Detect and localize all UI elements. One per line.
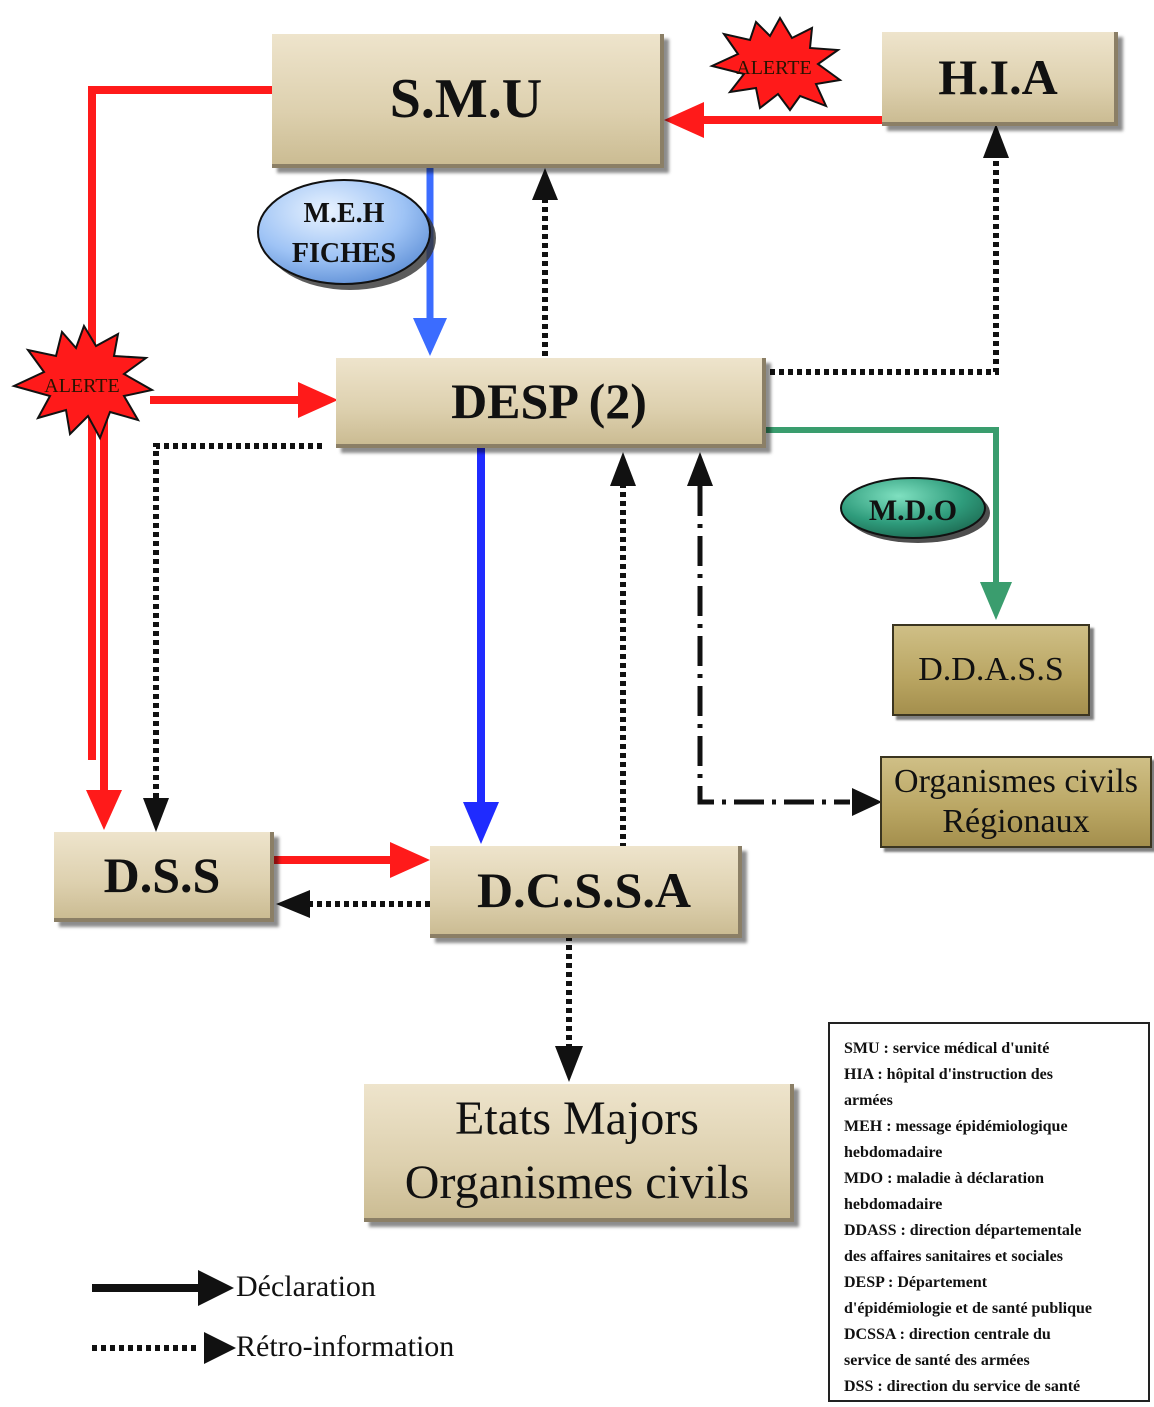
mdo-badge: M.D.O [840, 477, 990, 543]
retro-arrowhead-dss-left [276, 890, 310, 918]
glossary-line: DDASS : direction départementale [844, 1222, 1082, 1239]
dashdot-arrowhead [852, 788, 882, 816]
glossary-line: d'épidémiologie et de santé publique [844, 1300, 1093, 1317]
node-smu-label: S.M.U [389, 68, 543, 130]
etats-majors-line2: Organismes civils [404, 1156, 750, 1209]
glossary-line: service de santé des armées [844, 1352, 1030, 1369]
node-hia: H.I.A [882, 32, 1118, 126]
blue-arrowhead-dcssa [463, 802, 499, 844]
red-arrowhead-desp [298, 382, 338, 418]
alerte-label-top: ALERTE [736, 57, 811, 79]
mdo-label: M.D.O [869, 494, 957, 527]
glossary-line: HIA : hôpital d'instruction des [844, 1066, 1053, 1083]
red-arrowhead-smu [664, 102, 704, 138]
organismes-regionaux-line2: Régionaux [942, 803, 1090, 840]
node-dss-label: D.S.S [103, 847, 221, 903]
fiches-label: FICHES [292, 238, 396, 269]
alerte-burst-top: ALERTE [709, 16, 843, 112]
key-declaration-label: Déclaration [236, 1270, 376, 1303]
red-arrowhead-dcssa [390, 842, 430, 878]
node-ddass: D.D.A.S.S [892, 624, 1090, 716]
key-retro-label: Rétro-information [236, 1330, 455, 1363]
retro-desp-to-hia [770, 156, 999, 375]
node-ddass-label: D.D.A.S.S [918, 651, 1064, 688]
retro-arrowhead-dss [143, 798, 169, 832]
glossary-box: SMU : service médical d'unité HIA : hôpi… [828, 1022, 1150, 1402]
alerte-label-left: ALERTE [44, 375, 119, 397]
red-smu-to-dss [88, 86, 272, 760]
alerte-burst-left: ALERTE [11, 323, 155, 441]
glossary-line: MDO : maladie à déclaration [844, 1170, 1044, 1187]
retro-arrowhead-smu [532, 168, 558, 200]
retro-arrowhead-etats [555, 1046, 583, 1082]
blue-arrowhead-desp [413, 318, 447, 356]
node-dcssa-label: D.C.S.S.A [477, 862, 691, 918]
node-desp: DESP (2) [336, 358, 766, 448]
glossary-line: MEH : message épidémiologique [844, 1118, 1068, 1135]
retro-arrowhead-desp-2 [687, 452, 713, 486]
key-declaration-arrowhead [198, 1270, 234, 1306]
glossary-line: armées [844, 1092, 893, 1109]
node-etats-majors: Etats Majors Organismes civils [364, 1084, 794, 1222]
glossary-line: DESP : Département [844, 1274, 988, 1291]
node-organismes-regionaux: Organismes civils Régionaux [880, 756, 1152, 848]
dashdot-desp-organismes [697, 486, 850, 805]
glossary-line: hebdomadaire [844, 1196, 943, 1213]
node-smu: S.M.U [272, 34, 664, 168]
glossary-line: SMU : service médical d'unité [844, 1040, 1050, 1057]
meh-label: M.E.H [304, 198, 385, 229]
green-arrowhead-ddass [980, 582, 1012, 620]
node-dcssa: D.C.S.S.A [430, 846, 742, 938]
meh-fiches-badge: M.E.H FICHES [257, 179, 436, 290]
key-retro-arrowhead [204, 1332, 236, 1364]
retro-arrowhead-desp-1 [610, 452, 636, 486]
glossary-line: des affaires sanitaires et sociales [844, 1248, 1063, 1265]
node-hia-label: H.I.A [938, 49, 1058, 105]
node-dss: D.S.S [54, 832, 274, 922]
node-desp-label: DESP (2) [451, 373, 647, 429]
green-desp-to-ddass [764, 427, 999, 586]
glossary-line: DSS : direction du service de santé [844, 1378, 1081, 1395]
retro-desp-to-dss [153, 443, 322, 800]
glossary-line: DCSSA : direction centrale du [844, 1326, 1051, 1343]
red-arrowhead-dss [86, 790, 122, 830]
glossary-line: hebdomadaire [844, 1144, 943, 1161]
organismes-regionaux-line1: Organismes civils [894, 763, 1138, 800]
retro-arrowhead-hia [983, 124, 1009, 158]
etats-majors-line1: Etats Majors [455, 1092, 699, 1145]
